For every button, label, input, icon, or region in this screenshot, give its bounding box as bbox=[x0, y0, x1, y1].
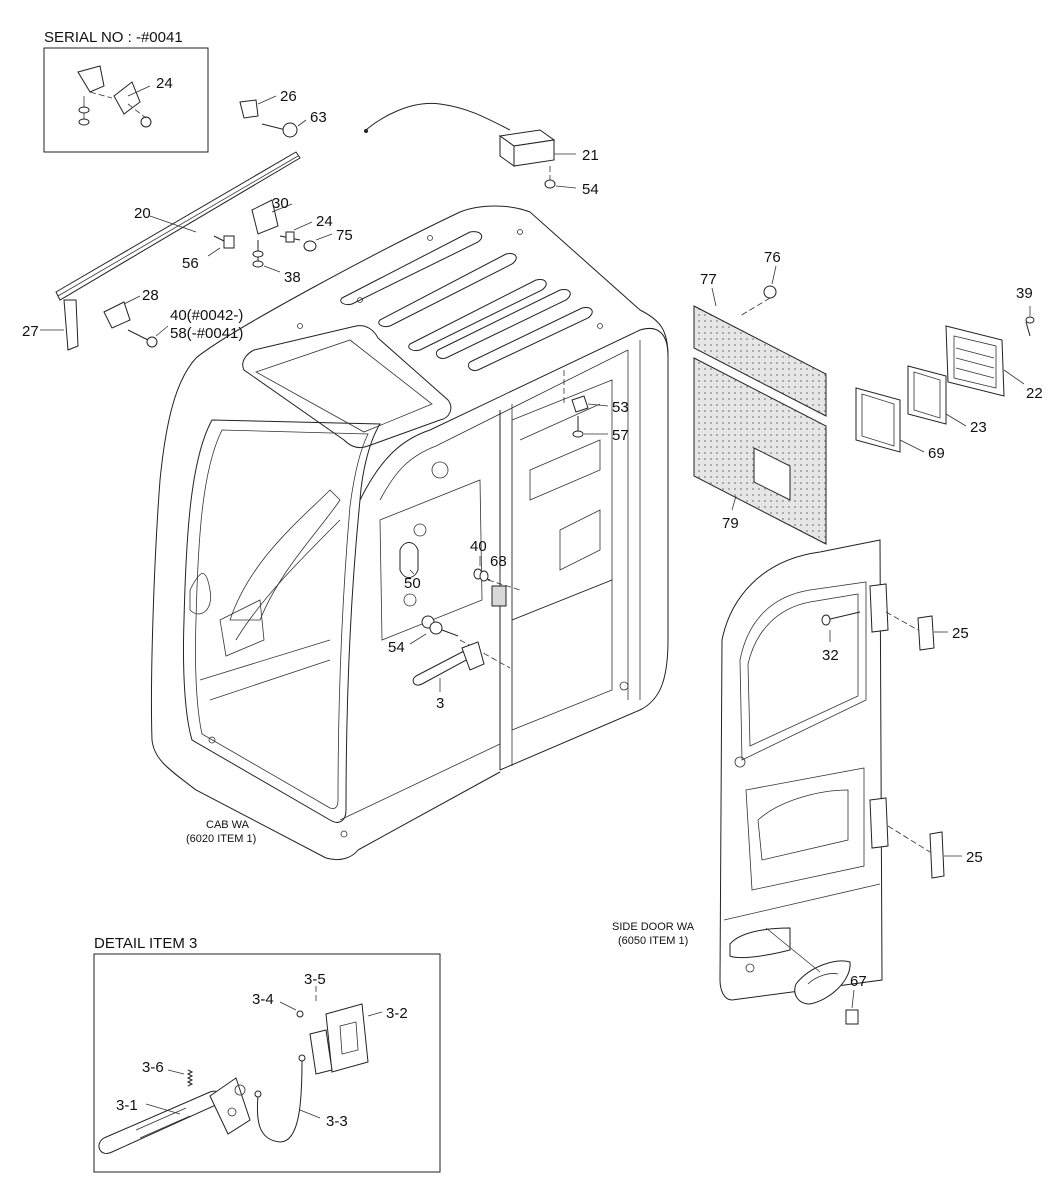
nut-part bbox=[140, 116, 152, 128]
hinge-lower bbox=[869, 797, 889, 849]
vent-22-part bbox=[945, 325, 1005, 397]
switch-box-part bbox=[513, 139, 555, 167]
callout-30: 30 bbox=[272, 195, 289, 212]
striker-3-2-part bbox=[325, 1003, 369, 1073]
handle-67-part bbox=[794, 960, 851, 1005]
cab-assembly: CAB WA (6020 ITEM 1) bbox=[150, 205, 669, 861]
callout-54-top: 54 bbox=[582, 181, 599, 198]
callout-24-b: 24 bbox=[316, 213, 333, 230]
cable-3-3-part bbox=[256, 1059, 303, 1143]
callout-53: 53 bbox=[612, 399, 629, 416]
top-parts: 26 63 21 54 bbox=[239, 88, 599, 198]
callout-20: 20 bbox=[134, 205, 151, 222]
callout-25-upper: 25 bbox=[952, 625, 969, 642]
callout-27: 27 bbox=[22, 323, 39, 340]
bracket-part bbox=[77, 65, 105, 93]
callout-54-mid: 54 bbox=[388, 639, 405, 656]
serial-box: SERIAL NO : -#0041 24 bbox=[43, 29, 209, 153]
bracket-27-part bbox=[63, 299, 79, 351]
gasket-23-part bbox=[907, 365, 947, 425]
serial-box-frame bbox=[43, 47, 209, 153]
callout-25-lower: 25 bbox=[966, 849, 983, 866]
detail-box: DETAIL ITEM 3 3-6 3-1 3-3 3-2 3-4 3-5 bbox=[93, 935, 441, 1173]
callout-50: 50 bbox=[404, 575, 421, 592]
side-door-assembly: 25 25 32 67 SIDE DOOR WA (6050 ITEM 1) bbox=[612, 539, 983, 1025]
callout-24: 24 bbox=[156, 75, 173, 92]
bracket-30-group: 30 24 75 38 bbox=[251, 195, 353, 286]
latch-bracket-part bbox=[209, 1077, 251, 1135]
clip-76-part bbox=[763, 285, 777, 299]
callout-75: 75 bbox=[336, 227, 353, 244]
part-50 bbox=[399, 542, 419, 578]
detail-box-title: DETAIL ITEM 3 bbox=[94, 935, 197, 952]
callout-3-4: 3-4 bbox=[252, 991, 274, 1008]
hinge-upper bbox=[869, 583, 889, 633]
plate-part bbox=[113, 81, 141, 115]
cover-25-lower bbox=[929, 831, 945, 879]
panel-77 bbox=[693, 305, 827, 417]
cab-caption-line1: CAB WA bbox=[206, 819, 250, 831]
cab-caption-line2: (6020 ITEM 1) bbox=[186, 833, 256, 845]
callout-77: 77 bbox=[700, 271, 717, 288]
callout-32: 32 bbox=[822, 647, 839, 664]
callout-68: 68 bbox=[490, 553, 507, 570]
cable-part bbox=[365, 102, 511, 131]
callout-21: 21 bbox=[582, 147, 599, 164]
cab-callouts: 53 57 50 40 68 54 3 bbox=[388, 395, 629, 712]
callout-40-mid: 40 bbox=[470, 538, 487, 555]
callout-63: 63 bbox=[310, 109, 327, 126]
callout-3-1: 3-1 bbox=[116, 1097, 138, 1114]
detail-box-frame bbox=[93, 953, 441, 1173]
callout-69: 69 bbox=[928, 445, 945, 462]
callout-3-6: 3-6 bbox=[142, 1059, 164, 1076]
bolt-head-part bbox=[282, 122, 298, 138]
serial-box-title: SERIAL NO : -#0041 bbox=[44, 29, 183, 46]
callout-76: 76 bbox=[764, 249, 781, 266]
callout-23: 23 bbox=[970, 419, 987, 436]
plate-68-part bbox=[491, 585, 507, 607]
door-caption-line1: SIDE DOOR WA bbox=[612, 921, 695, 933]
callout-56: 56 bbox=[182, 255, 199, 272]
bracket-30-part bbox=[251, 199, 279, 235]
panel-group: 76 77 79 bbox=[693, 249, 827, 545]
callout-38: 38 bbox=[284, 269, 301, 286]
callout-22: 22 bbox=[1026, 385, 1043, 402]
callout-40-top: 40(#0042-) bbox=[170, 307, 243, 324]
door-caption-line2: (6050 ITEM 1) bbox=[618, 935, 688, 947]
callout-28: 28 bbox=[142, 287, 159, 304]
callout-3-2: 3-2 bbox=[386, 1005, 408, 1022]
callout-3: 3 bbox=[436, 695, 444, 712]
cover-25-upper bbox=[917, 615, 935, 651]
callout-3-5: 3-5 bbox=[304, 971, 326, 988]
gasket-69-part bbox=[855, 387, 901, 453]
spring-part bbox=[186, 1069, 194, 1087]
callout-79: 79 bbox=[722, 515, 739, 532]
bracket-28-group: 28 40(#0042-) 58(-#0041) bbox=[103, 287, 243, 348]
cab-front-frame bbox=[150, 357, 359, 861]
side-door-outline bbox=[719, 539, 883, 1001]
clip-part bbox=[239, 99, 259, 119]
seal-strip-group: 20 56 27 bbox=[22, 151, 301, 351]
callout-57: 57 bbox=[612, 427, 629, 444]
cab-roof-outline bbox=[195, 205, 669, 359]
callout-67: 67 bbox=[850, 973, 867, 990]
vent-group: 22 39 23 69 bbox=[855, 285, 1043, 462]
callout-3-3: 3-3 bbox=[326, 1113, 348, 1130]
callout-39: 39 bbox=[1016, 285, 1033, 302]
roof-window bbox=[242, 325, 452, 449]
callout-26: 26 bbox=[280, 88, 297, 105]
bracket-28-part bbox=[103, 301, 131, 329]
